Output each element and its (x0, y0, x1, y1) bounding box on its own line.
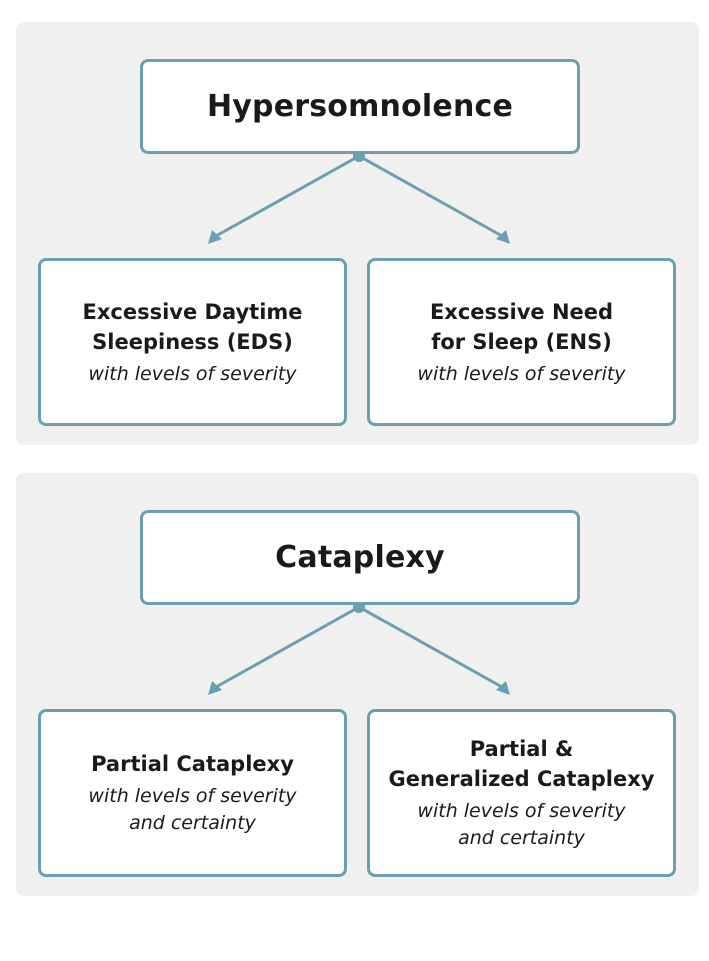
cataplexy-title: Cataplexy (275, 540, 445, 575)
arrowhead-right (496, 230, 510, 244)
partial-cataplexy-subtitle: with levels of severity and certainty (88, 785, 297, 834)
eds-subtitle: with levels of severity (88, 362, 297, 385)
partial-cataplexy-box: Partial Cataplexy with levels of severit… (38, 709, 347, 877)
ens-box: Excessive Need for Sleep (ENS) with leve… (367, 258, 676, 426)
hypersomnolence-title: Hypersomnolence (206, 89, 514, 124)
hypersomnolence-panel: Hypersomnolence Excessive Daytime Sleepi… (16, 22, 699, 445)
ens-subtitle: with levels of severity (417, 362, 626, 385)
hypersomnolence-box: Hypersomnolence (140, 59, 580, 154)
hypersomnolence-connectors (208, 150, 510, 244)
generalized-cataplexy-title: Partial & Generalized Cataplexy (388, 737, 655, 791)
arrowhead-left (208, 230, 222, 244)
connector-left (215, 605, 360, 689)
arrowhead-right (496, 681, 510, 695)
partial-cataplexy-title: Partial Cataplexy (91, 752, 294, 776)
arrowhead-left (208, 681, 222, 695)
eds-box: Excessive Daytime Sleepiness (EDS) with … (38, 258, 347, 426)
cataplexy-box: Cataplexy (140, 510, 580, 605)
connector-left (215, 154, 360, 238)
connector-right (358, 605, 503, 689)
eds-title: Excessive Daytime Sleepiness (EDS) (82, 299, 303, 354)
generalized-cataplexy-box: Partial & Generalized Cataplexy with lev… (367, 709, 676, 877)
cataplexy-panel: Cataplexy Partial Cataplexy with levels … (16, 473, 699, 896)
generalized-cataplexy-subtitle: with levels of severity and certainty (417, 800, 626, 849)
connector-right (358, 154, 503, 238)
ens-title: Excessive Need for Sleep (ENS) (429, 299, 614, 354)
